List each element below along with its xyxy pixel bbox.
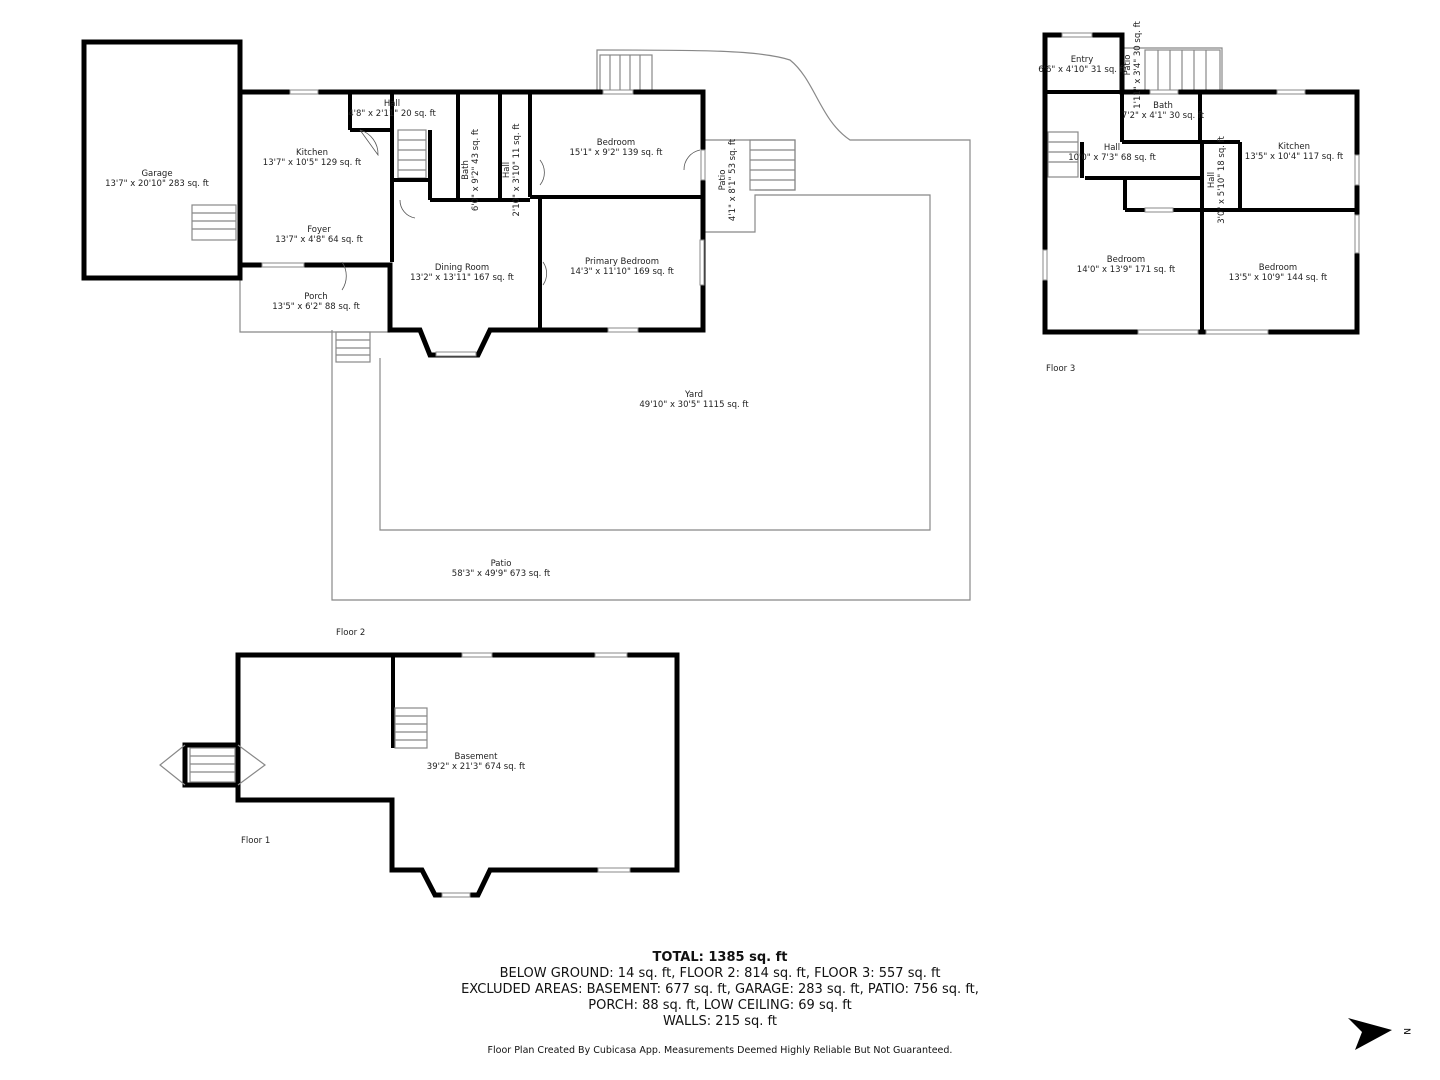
- room-dims: 6'6" x 4'10" 31 sq. ft: [1038, 65, 1126, 75]
- credit-text: Floor Plan Created By Cubicasa App. Meas…: [487, 1045, 953, 1056]
- exterior-stair-walls: [182, 742, 238, 788]
- room-dims: 14'3" x 11'10" 169 sq. ft: [570, 267, 674, 277]
- stair-bulkhead: [159, 744, 267, 786]
- floor-3-interior-walls: [1045, 90, 1357, 332]
- room-name: Entry: [1071, 55, 1094, 65]
- north-arrow-icon: N: [1348, 1018, 1411, 1050]
- stairs-icon: [191, 54, 796, 363]
- room-name: Yard: [684, 390, 703, 400]
- basement-walls: [235, 652, 680, 898]
- room-dims: 13'7" x 20'10" 283 sq. ft: [105, 179, 209, 189]
- windows: [441, 652, 631, 898]
- room-dims: 13'5" x 10'4" 117 sq. ft: [1245, 152, 1344, 162]
- summary-line: PORCH: 88 sq. ft, LOW CEILING: 69 sq. ft: [588, 998, 852, 1013]
- room-name: Hall: [384, 99, 400, 109]
- room-name: Kitchen: [296, 148, 328, 158]
- room-name: Primary Bedroom: [585, 257, 659, 267]
- summary-line: WALLS: 215 sq. ft: [663, 1014, 777, 1029]
- room-dims: 2'10" x 3'10" 11 sq. ft: [512, 123, 522, 217]
- room-name: Hall: [1104, 143, 1120, 153]
- room-name: Patio: [718, 170, 728, 191]
- room-name: Hall: [502, 162, 512, 178]
- floor-3-plan: Entry 6'6" x 4'10" 31 sq. ft Patio 1'11"…: [1038, 21, 1360, 374]
- room-dims: 13'5" x 10'9" 144 sq. ft: [1229, 273, 1328, 283]
- doors: [341, 129, 701, 291]
- room-name: Bedroom: [1107, 255, 1145, 265]
- yard-outline: [379, 194, 931, 531]
- room-name: Kitchen: [1278, 142, 1310, 152]
- floor-label: Floor 2: [336, 628, 365, 638]
- room-name: Bath: [1153, 101, 1173, 111]
- room-name: Garage: [141, 169, 172, 179]
- floor-3-exterior-walls: [1042, 32, 1360, 335]
- room-name: Bedroom: [597, 138, 635, 148]
- floor-1-plan: Basement 39'2" x 21'3" 674 sq. ft Floor …: [159, 652, 680, 898]
- summary-line: EXCLUDED AREAS: BASEMENT: 677 sq. ft, GA…: [461, 982, 979, 997]
- garage-walls: [81, 39, 243, 281]
- room-dims: 49'10" x 30'5" 1115 sq. ft: [639, 400, 749, 410]
- floor-label: Floor 3: [1046, 364, 1075, 374]
- total-area: TOTAL: 1385 sq. ft: [652, 950, 788, 965]
- room-dims: 14'0" x 13'9" 171 sq. ft: [1077, 265, 1176, 275]
- floor-2-interior-walls: [240, 92, 703, 330]
- room-name: Hall: [1207, 172, 1217, 188]
- patio-outline: [1122, 47, 1223, 92]
- floor-label: Floor 1: [241, 836, 270, 846]
- room-dims: 1'11" x 3'4" 30 sq. ft: [1133, 21, 1143, 109]
- windows: [261, 89, 706, 357]
- windows: [1042, 32, 1360, 335]
- room-name: Porch: [304, 292, 327, 302]
- summary-line: BELOW GROUND: 14 sq. ft, FLOOR 2: 814 sq…: [499, 966, 941, 981]
- north-label: N: [1401, 1028, 1411, 1035]
- room-dims: 15'1" x 9'2" 139 sq. ft: [570, 148, 664, 158]
- room-name: Bedroom: [1259, 263, 1297, 273]
- room-dims: 7'2" x 4'1" 30 sq. ft: [1122, 111, 1205, 121]
- room-dims: 13'2" x 13'11" 167 sq. ft: [410, 273, 514, 283]
- stairs-icon: [189, 707, 428, 783]
- room-dims: 13'7" x 4'8" 64 sq. ft: [275, 235, 363, 245]
- room-dims: 6'0" x 9'2" 43 sq. ft: [471, 128, 481, 211]
- room-name: Patio: [1123, 55, 1133, 76]
- room-dims: 58'3" x 49'9" 673 sq. ft: [452, 569, 551, 579]
- room-dims: 4'1" x 8'1" 53 sq. ft: [728, 138, 738, 221]
- room-name: Patio: [491, 559, 512, 569]
- room-dims: 3'0" x 5'10" 18 sq. ft: [1217, 136, 1227, 224]
- floor-2-plan: Garage 13'7" x 20'10" 283 sq. ft Kitchen…: [81, 39, 971, 638]
- patio-outline: [331, 49, 971, 601]
- room-dims: 13'5" x 6'2" 88 sq. ft: [272, 302, 360, 312]
- room-name: Bath: [461, 160, 471, 180]
- room-name: Dining Room: [435, 263, 489, 273]
- room-dims: 10'0" x 7'3" 68 sq. ft: [1068, 153, 1156, 163]
- room-name: Foyer: [307, 225, 331, 235]
- room-dims: 4'8" x 2'11" 20 sq. ft: [348, 109, 436, 119]
- room-dims: 13'7" x 10'5" 129 sq. ft: [263, 158, 362, 168]
- room-name: Basement: [455, 752, 499, 762]
- room-dims: 39'2" x 21'3" 674 sq. ft: [427, 762, 526, 772]
